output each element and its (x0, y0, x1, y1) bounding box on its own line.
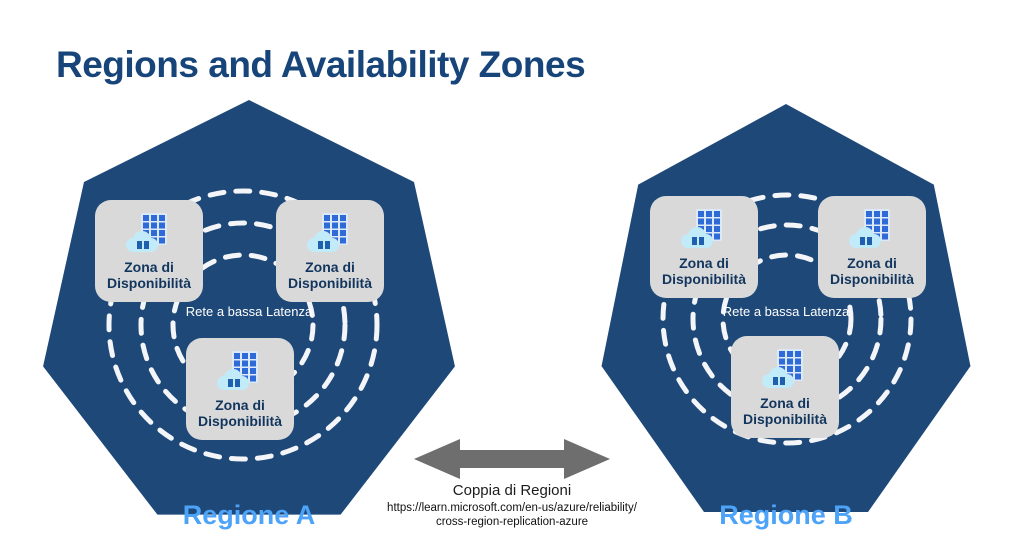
region-b-label: Regione B (719, 500, 853, 530)
double-headed-arrow-icon (414, 439, 610, 479)
availability-zone-box: Zona di Disponibilità (818, 196, 926, 298)
region-b-heptagon: Rete a bassa Latenza (601, 104, 971, 512)
availability-zone-icon (214, 350, 266, 397)
availability-zone-box: Zona di Disponibilità (95, 200, 203, 302)
availability-zone-box: Zona di Disponibilità (650, 196, 758, 298)
region-a-heptagon: Rete a bassa Latenza (43, 100, 455, 515)
zone-label: Zona di Disponibilità (743, 395, 827, 427)
availability-zone-box: Zona di Disponibilità (731, 336, 839, 438)
region-a: Rete a bassa Latenza (38, 100, 460, 536)
region-a-label: Regione A (182, 500, 316, 530)
source-url-line1: https://learn.microsoft.com/en-us/azure/… (387, 502, 637, 514)
region-b: Rete a bassa Latenza (597, 104, 975, 533)
zone-label: Zona di Disponibilità (107, 259, 191, 291)
availability-zone-icon (123, 212, 175, 259)
low-latency-network-label: Rete a bassa Latenza (185, 304, 313, 319)
zone-label: Zona di Disponibilità (830, 255, 914, 287)
availability-zone-box: Zona di Disponibilità (186, 338, 294, 440)
region-pair-label: Coppia di Regioni (452, 482, 572, 499)
zone-label: Zona di Disponibilità (662, 255, 746, 287)
availability-zone-icon (304, 212, 356, 259)
availability-zone-icon (759, 348, 811, 395)
availability-zone-box: Zona di Disponibilità (276, 200, 384, 302)
low-latency-network-label: Rete a bassa Latenza (722, 304, 850, 319)
source-url: https://learn.microsoft.com/en-us/azure/… (340, 501, 684, 529)
availability-zone-icon (678, 208, 730, 255)
zone-label: Zona di Disponibilità (288, 259, 372, 291)
zone-label: Zona di Disponibilità (198, 397, 282, 429)
source-url-line2: cross-region-replication-azure (435, 516, 589, 528)
page-title: Regions and Availability Zones (56, 44, 586, 85)
availability-zone-icon (846, 208, 898, 255)
